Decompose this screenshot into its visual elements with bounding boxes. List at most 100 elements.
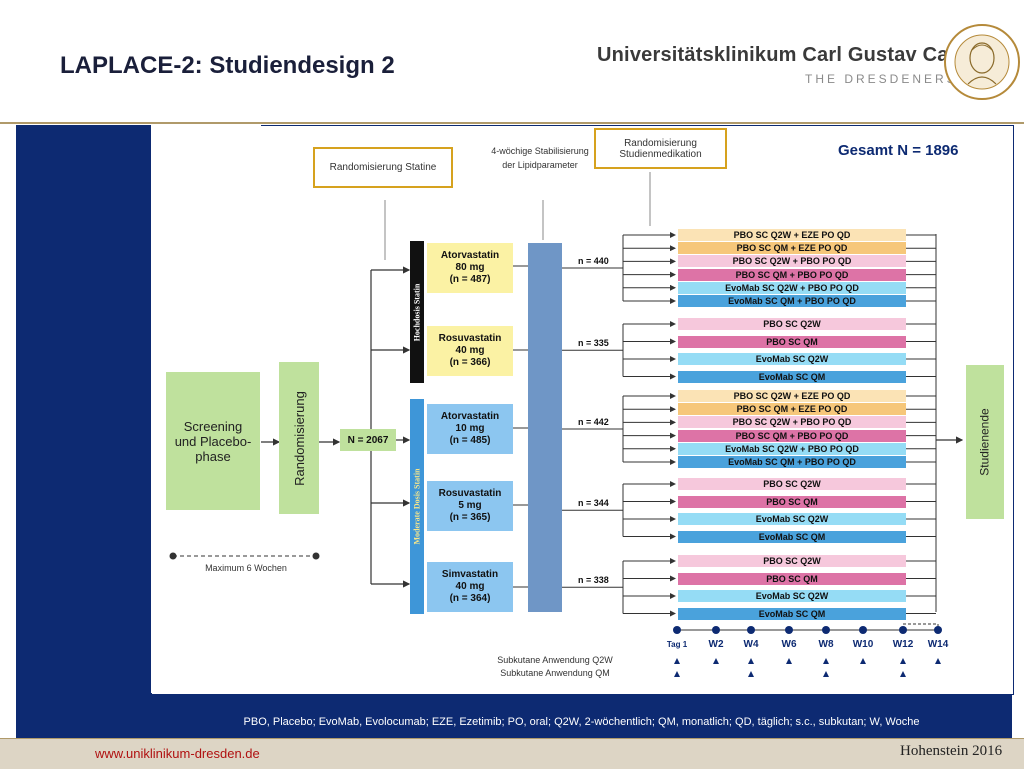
timeline-dot	[859, 626, 867, 634]
treatment-arm: EvoMab SC Q2W + PBO PO QD	[678, 281, 906, 294]
max-weeks-label: Maximum 6 Wochen	[205, 563, 287, 573]
university-seal-logo	[944, 24, 1020, 100]
timeline-dot	[934, 626, 942, 634]
hochdosis-label-wrap: Hochdosis Statin	[410, 241, 424, 383]
treatment-arm: EvoMab SC QM	[678, 370, 906, 383]
treatment-arm: EvoMab SC QM + PBO PO QD	[678, 295, 906, 307]
treatment-arm: PBO SC Q2W + PBO PO QD	[678, 255, 906, 268]
treatment-arm: PBO SC Q2W + PBO PO QD	[678, 416, 906, 429]
statin-n: (n = 487)	[449, 274, 491, 285]
timeline-label: W14	[928, 639, 949, 650]
treatment-arm: PBO SC Q2W	[678, 555, 906, 567]
treatment-arm: PBO SC QM + PBO PO QD	[678, 429, 906, 442]
timeline-dot	[673, 626, 681, 634]
hochdosis-bar	[410, 241, 424, 383]
timeline-label: Tag 1	[667, 640, 688, 649]
injection-marker	[935, 658, 941, 664]
injection-marker	[900, 671, 906, 677]
rand-statine-box: Randomisierung Statine	[313, 147, 453, 188]
statin-dose: 5 mg	[458, 500, 482, 511]
statin-name: Atorvastatin	[440, 250, 500, 261]
subkutan-q2w: Subkutane Anwendung Q2W	[497, 655, 613, 665]
treatment-arm: PBO SC QM	[678, 495, 906, 508]
statin-dose: 40 mg	[455, 581, 485, 592]
timeline-label: W6	[782, 639, 797, 650]
randomisierung-label: Randomisierung	[291, 390, 307, 486]
treatment-arm: EvoMab SC QM + PBO PO QD	[678, 456, 906, 468]
stabilisierung-bar	[528, 243, 562, 612]
statin-dose: 80 mg	[455, 262, 485, 273]
gesamt-label: Gesamt N = 1896	[838, 142, 959, 159]
footer-bar	[0, 738, 1024, 769]
university-tagline: THE DRESDENERS.	[805, 72, 965, 86]
moderat-bar	[410, 399, 424, 614]
statin-name: Atorvastatin	[440, 411, 500, 422]
stabilisierung-label: 4-wöchige Stabilisierung der Lipidparame…	[491, 146, 589, 170]
university-name: Universitätsklinikum Carl Gustav Carus	[597, 44, 981, 66]
group-fanout-lines	[562, 232, 936, 617]
treatment-arm: PBO SC QM + EZE PO QD	[678, 242, 906, 255]
timeline-label: W10	[853, 639, 874, 650]
studienende-label: Studienende	[978, 408, 992, 476]
moderat-label: Moderate Dosis Statin	[412, 468, 422, 545]
statin-n: (n = 366)	[449, 357, 491, 368]
timeline-dot	[822, 626, 830, 634]
group-n-label: n = 335	[578, 338, 609, 349]
injection-marker	[674, 658, 680, 664]
injection-marker	[823, 671, 829, 677]
treatment-arm: PBO SC QM	[678, 572, 906, 585]
injection-marker	[860, 658, 866, 664]
header-divider	[0, 122, 1024, 124]
treatment-arm: EvoMab SC QM	[678, 530, 906, 543]
statin-dose: 40 mg	[455, 345, 485, 356]
treatment-arm: PBO SC Q2W + EZE PO QD	[678, 390, 906, 402]
treatment-arm: EvoMab SC Q2W + PBO PO QD	[678, 442, 906, 455]
injection-marker	[748, 658, 754, 664]
timeline-dot	[785, 626, 793, 634]
footer-url: www.uniklinikum-dresden.de	[95, 746, 260, 761]
treatment-arm: PBO SC Q2W	[678, 318, 906, 330]
statin-n: (n = 485)	[449, 435, 491, 446]
treatment-arm: EvoMab SC QM	[678, 607, 906, 620]
rand-studienmed-box: Randomisierung Studienmedikation	[594, 128, 727, 169]
group-n-label: n = 440	[578, 256, 609, 266]
treatment-arm: PBO SC QM + PBO PO QD	[678, 268, 906, 281]
abbreviation-legend: PBO, Placebo; EvoMab, Evolocumab; EZE, E…	[243, 716, 920, 728]
treatment-arm: PBO SC Q2W	[678, 478, 906, 490]
statin-name: Rosuvastatin	[438, 488, 502, 499]
n-total-box: N = 2067	[340, 429, 396, 451]
group-n-label: n = 338	[578, 575, 609, 586]
treatment-arm: PBO SC QM	[678, 335, 906, 348]
timeline-dot	[712, 626, 720, 634]
injection-marker	[748, 671, 754, 677]
statin-n: (n = 365)	[449, 512, 491, 523]
injection-marker	[900, 658, 906, 664]
treatment-arm: EvoMab SC Q2W	[678, 513, 906, 525]
moderat-label-wrap: Moderate Dosis Statin	[410, 399, 424, 614]
treatment-arm: PBO SC Q2W + EZE PO QD	[678, 229, 906, 241]
injection-marker	[713, 658, 719, 664]
statin-name: Simvastatin	[441, 569, 499, 580]
subkutan-note: Subkutane Anwendung Q2W Subkutane Anwend…	[480, 654, 630, 680]
footer-citation: Hohenstein 2016	[900, 743, 1003, 759]
statin-name: Rosuvastatin	[438, 333, 502, 344]
timeline-dot	[747, 626, 755, 634]
statin-dose: 10 mg	[455, 423, 485, 434]
timeline-label: W12	[893, 639, 914, 650]
group-n-label: n = 442	[578, 417, 609, 427]
studienende-box: Studienende	[966, 365, 1004, 519]
injection-marker	[674, 671, 680, 677]
slide-title: LAPLACE-2: Studiendesign 2	[60, 52, 395, 79]
statin-n: (n = 364)	[449, 593, 491, 604]
screening-box: Screening und Placebo-phase	[166, 372, 260, 510]
group-n-label: n = 344	[578, 498, 609, 509]
subkutan-qm: Subkutane Anwendung QM	[500, 668, 610, 678]
timeline-label: W4	[744, 639, 759, 650]
treatment-arm: EvoMab SC Q2W	[678, 590, 906, 602]
injection-marker	[823, 658, 829, 664]
